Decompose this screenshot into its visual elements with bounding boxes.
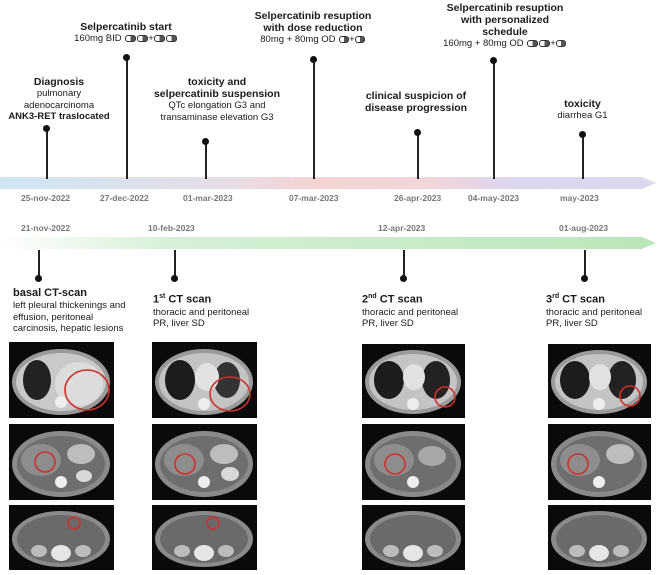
event-selpercatinib-start: Selpercatinib start 160mg BID + xyxy=(62,21,190,45)
scan-title: 2nd CT scan xyxy=(362,293,423,306)
event-dose: 160mg + 80mg OD + xyxy=(425,38,585,50)
scan-2: 2nd CT scan thoracic and peritoneal PR, … xyxy=(362,290,492,330)
ct-image-abdomen-1 xyxy=(152,424,257,500)
dot-diagnosis xyxy=(43,125,50,132)
imaging-timeline-arrow xyxy=(0,237,656,249)
event-title: toxicity xyxy=(564,98,601,110)
ct-image-pelvis-3 xyxy=(548,505,651,570)
stem-scan-2 xyxy=(403,250,405,277)
scan-title: basal CT-scan xyxy=(13,287,87,299)
event-dose-reduction: Selpercatinib resuption with dose reduct… xyxy=(233,10,393,46)
event-dose: 160mg BID + xyxy=(62,33,190,45)
dot-dose-reduction xyxy=(310,56,317,63)
scan-line: thoracic and peritoneal xyxy=(546,306,643,318)
event-title: Selpercatinib resuption xyxy=(446,2,564,14)
event-line: 160mg + 80mg OD xyxy=(443,38,524,49)
event-line: 160mg BID xyxy=(74,33,122,44)
ct-image-abdomen-basal xyxy=(9,424,114,500)
bottom-date: 21-nov-2022 xyxy=(21,223,71,233)
event-title: disease progression xyxy=(364,102,468,114)
event-title: clinical suspicion of xyxy=(365,90,467,102)
event-title: toxicity and xyxy=(187,76,247,88)
event-title: Selpercatinib resuption xyxy=(254,10,372,22)
scan-line: left pleural thickenings and xyxy=(13,300,126,311)
dot-personalized-schedule xyxy=(490,57,497,64)
event-title: with personalized xyxy=(460,14,550,26)
dot-basal-scan xyxy=(35,275,42,282)
pill-icon: + xyxy=(124,33,178,44)
stem-diagnosis xyxy=(46,128,48,179)
scan-title: 1st CT scan xyxy=(153,293,212,306)
top-date: 27-dec-2022 xyxy=(100,193,149,203)
ct-image-thorax-3 xyxy=(548,344,651,418)
event-title: Selpercatinib start xyxy=(80,21,172,33)
event-progression: clinical suspicion of disease progressio… xyxy=(346,90,486,114)
top-date: 07-mar-2023 xyxy=(289,193,339,203)
top-date: 25-nov-2022 xyxy=(21,193,71,203)
dot-suspension xyxy=(202,138,209,145)
event-title: with dose reduction xyxy=(263,22,363,34)
event-gene: ANK3-RET traslocated xyxy=(8,111,110,122)
stem-personalized-schedule xyxy=(493,60,495,179)
bottom-date: 12-apr-2023 xyxy=(378,223,426,233)
stem-suspension xyxy=(205,141,207,179)
event-title: selpercatinib suspension xyxy=(153,88,281,100)
ct-image-pelvis-2 xyxy=(362,505,465,570)
ct-image-abdomen-3 xyxy=(548,424,651,500)
event-title: Diagnosis xyxy=(33,76,85,88)
scan-line: effusion, peritoneal xyxy=(13,311,94,323)
stem-dose-reduction xyxy=(313,59,315,179)
stem-scan-3 xyxy=(584,250,586,277)
event-diagnosis: Diagnosis pulmonary adenocarcinoma ANK3-… xyxy=(0,76,118,123)
top-date: may-2023 xyxy=(560,193,599,203)
ct-image-thorax-1 xyxy=(152,342,257,418)
dot-selpercatinib-start xyxy=(123,54,130,61)
scan-title: 3rd CT scan xyxy=(546,293,605,306)
event-line: pulmonary xyxy=(36,88,82,99)
event-line: 80mg + 80mg OD xyxy=(260,34,336,45)
pill-icon: + xyxy=(338,34,366,45)
top-date: 01-mar-2023 xyxy=(183,193,233,203)
dot-scan-1 xyxy=(171,275,178,282)
scan-line: carcinosis, hepatic lesions xyxy=(13,323,124,334)
bottom-date: 01-aug-2023 xyxy=(559,223,609,233)
stem-toxicity xyxy=(582,134,584,179)
scan-3: 3rd CT scan thoracic and peritoneal PR, … xyxy=(546,290,658,330)
event-line: diarrhea G1 xyxy=(557,110,608,121)
event-line: adenocarcinoma xyxy=(23,99,95,111)
event-suspension: toxicity and selpercatinib suspension QT… xyxy=(142,76,292,123)
ct-image-abdomen-2 xyxy=(362,424,465,500)
dot-scan-2 xyxy=(400,275,407,282)
top-date: 04-may-2023 xyxy=(468,193,520,203)
stem-progression xyxy=(417,132,419,179)
event-toxicity: toxicity diarrhea G1 xyxy=(535,98,630,122)
ct-image-pelvis-1 xyxy=(152,505,257,570)
dot-scan-3 xyxy=(581,275,588,282)
scan-line: thoracic and peritoneal xyxy=(362,306,459,318)
scan-basal: basal CT-scan left pleural thickenings a… xyxy=(13,287,153,335)
scan-line: thoracic and peritoneal xyxy=(153,306,250,318)
dot-toxicity xyxy=(579,131,586,138)
ct-image-thorax-basal xyxy=(9,342,114,418)
event-line: transaminase elevation G3 xyxy=(160,111,274,123)
stem-basal-scan xyxy=(38,250,40,277)
top-date: 26-apr-2023 xyxy=(394,193,442,203)
scan-line: PR, liver SD xyxy=(153,318,205,330)
event-title: schedule xyxy=(482,26,528,38)
ct-image-pelvis-basal xyxy=(9,505,114,570)
pill-icon: + xyxy=(526,38,567,49)
ct-image-thorax-2 xyxy=(362,344,465,418)
scan-line: PR, liver SD xyxy=(362,318,414,330)
event-line: QTc elongation G3 and xyxy=(168,100,266,111)
treatment-timeline-arrow xyxy=(0,177,656,189)
stem-selpercatinib-start xyxy=(126,57,128,179)
event-personalized-schedule: Selpercatinib resuption with personalize… xyxy=(425,2,585,50)
bottom-date: 10-feb-2023 xyxy=(148,223,195,233)
scan-1: 1st CT scan thoracic and peritoneal PR, … xyxy=(153,290,283,330)
stem-scan-1 xyxy=(174,250,176,277)
dot-progression xyxy=(414,129,421,136)
scan-line: PR, liver SD xyxy=(546,318,598,330)
event-dose: 80mg + 80mg OD + xyxy=(233,34,393,46)
